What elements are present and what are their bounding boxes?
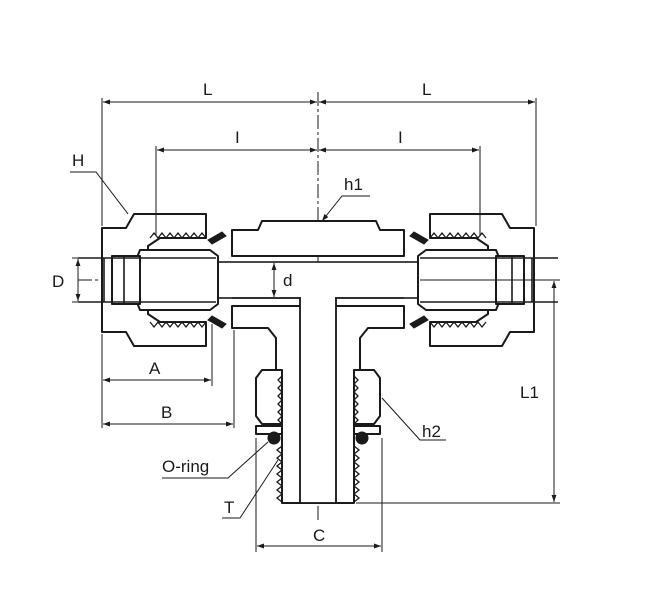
dimension-labels: L L I I H h1 D d A B L1 h2 O-ring T C [52, 80, 539, 545]
branch-end [255, 369, 381, 504]
label-I-left: I [235, 128, 240, 147]
dimensions [70, 98, 560, 552]
label-h1: h1 [344, 175, 363, 194]
tee-body [215, 220, 421, 504]
label-B: B [161, 403, 172, 422]
label-L-right: L [422, 80, 431, 99]
label-H: H [72, 151, 84, 170]
label-L-left: L [203, 80, 212, 99]
label-h2: h2 [422, 422, 441, 441]
label-T: T [224, 498, 234, 517]
label-o-ring: O-ring [162, 457, 209, 476]
label-L1: L1 [520, 383, 539, 402]
label-d: d [283, 271, 292, 290]
label-I-right: I [398, 128, 403, 147]
left-nut [78, 213, 227, 347]
label-C: C [313, 526, 325, 545]
label-A: A [149, 359, 161, 378]
label-D: D [52, 272, 64, 291]
